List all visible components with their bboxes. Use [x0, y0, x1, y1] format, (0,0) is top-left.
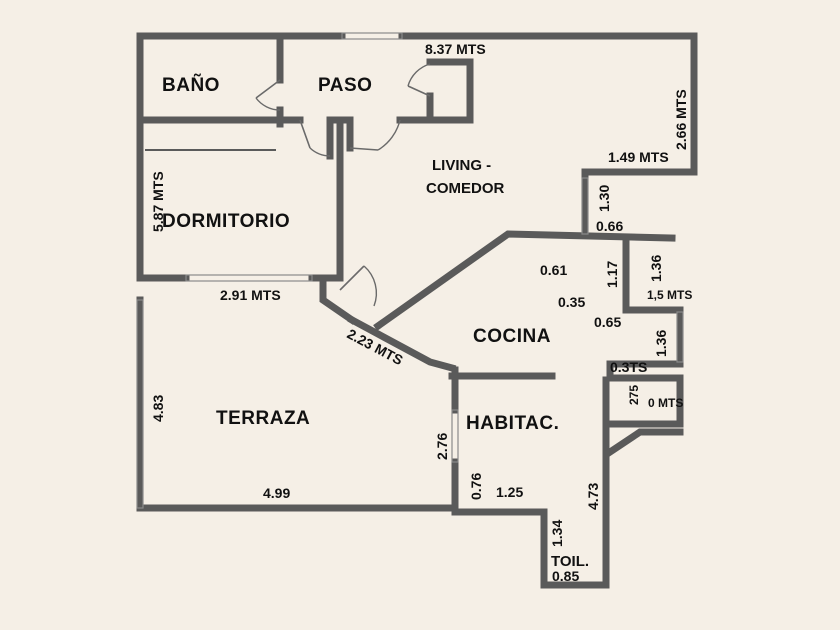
walls [136, 32, 698, 589]
window-habitac [451, 409, 459, 463]
window-cocina-right [676, 311, 684, 363]
windows [136, 32, 684, 509]
wall-left-upper [136, 32, 190, 282]
dim-cocina-a: 0.61 [540, 262, 567, 278]
wall-closet-right [602, 406, 684, 428]
dim-top-width: 8.37 MTS [425, 41, 486, 57]
dim-habitac-a: 0.76 [468, 473, 484, 500]
dim-terraza-height: 4.83 [150, 395, 166, 422]
wall-top-right [398, 32, 698, 238]
dim-cocina-e: 0.35 [558, 294, 585, 310]
doors [255, 63, 431, 307]
door-corridor-leaf [339, 265, 365, 291]
door-paso-left-swing [309, 147, 331, 157]
window-niche [581, 177, 589, 235]
door-bano-swing [255, 97, 281, 111]
wall-cocina-right [606, 234, 684, 414]
window-dormitorio [185, 274, 313, 282]
wall-corridor [319, 265, 357, 325]
dim-cocina-c: 1.36 [648, 255, 664, 282]
dim-toil-width: 0.85 [552, 568, 579, 584]
wall-habitac-bottom [451, 376, 610, 589]
dim-cocina-b: 1.17 [604, 261, 620, 288]
dim-right-height: 2.66 MTS [673, 89, 689, 150]
dim-habitac-b: 1.25 [496, 484, 523, 500]
door-living-leaf [349, 147, 379, 151]
room-label-terraza: TERRAZA [216, 408, 310, 429]
dim-cocina-j: 0 MTS [648, 396, 683, 410]
dim-habitac-wall: 2.76 [434, 433, 450, 460]
door-closet-leaf [407, 85, 431, 97]
room-label-bano: BAÑO [162, 74, 220, 96]
room-label-dormitorio: DORMITORIO [162, 211, 290, 232]
dim-niche-width: 0.66 [596, 218, 623, 234]
door-corridor-swing [363, 265, 378, 307]
room-label-habitac: HABITAC. [466, 413, 559, 434]
dim-cocina-h: 0.3TS [610, 359, 647, 375]
dim-dormitorio-height: 5.87 MTS [150, 171, 166, 232]
wall-closet [426, 58, 474, 124]
room-label-living: LIVING - [432, 157, 491, 174]
wall-dormitorio-right [308, 116, 344, 282]
room-label-comedor: COMEDOR [426, 180, 505, 197]
dim-dormitorio-width: 2.91 MTS [220, 287, 281, 303]
room-label-cocina: COCINA [473, 326, 551, 347]
wall-closet-diagonal [605, 428, 684, 457]
door-closet-swing [407, 63, 431, 87]
window-terraza-left [136, 299, 144, 509]
dim-cocina-i: 275 [627, 385, 641, 405]
room-label-paso: PASO [318, 75, 372, 96]
wall-cocina-diagonal [373, 230, 676, 331]
dim-right-step: 1.49 MTS [608, 149, 669, 165]
window-top [341, 32, 403, 40]
door-paso-left-leaf [299, 119, 311, 149]
dim-toil-height: 1.34 [549, 520, 565, 547]
dim-habitac-c: 4.73 [585, 483, 601, 510]
door-bano-leaf [255, 79, 281, 99]
wall-diagonal [347, 315, 457, 373]
dim-cocina-f: 0.65 [594, 314, 621, 330]
dim-cocina-d: 1,5 MTS [647, 288, 692, 302]
wall-terraza [136, 296, 459, 512]
room-label-toil: TOIL. [551, 553, 589, 570]
room-labels: BAÑO PASO LIVING - COMEDOR DORMITORIO CO… [162, 74, 589, 570]
dim-terraza-width: 4.99 [263, 485, 290, 501]
dim-cocina-g: 1.36 [653, 330, 669, 357]
door-living-swing [377, 119, 401, 151]
dim-niche-height: 1.30 [596, 185, 612, 212]
